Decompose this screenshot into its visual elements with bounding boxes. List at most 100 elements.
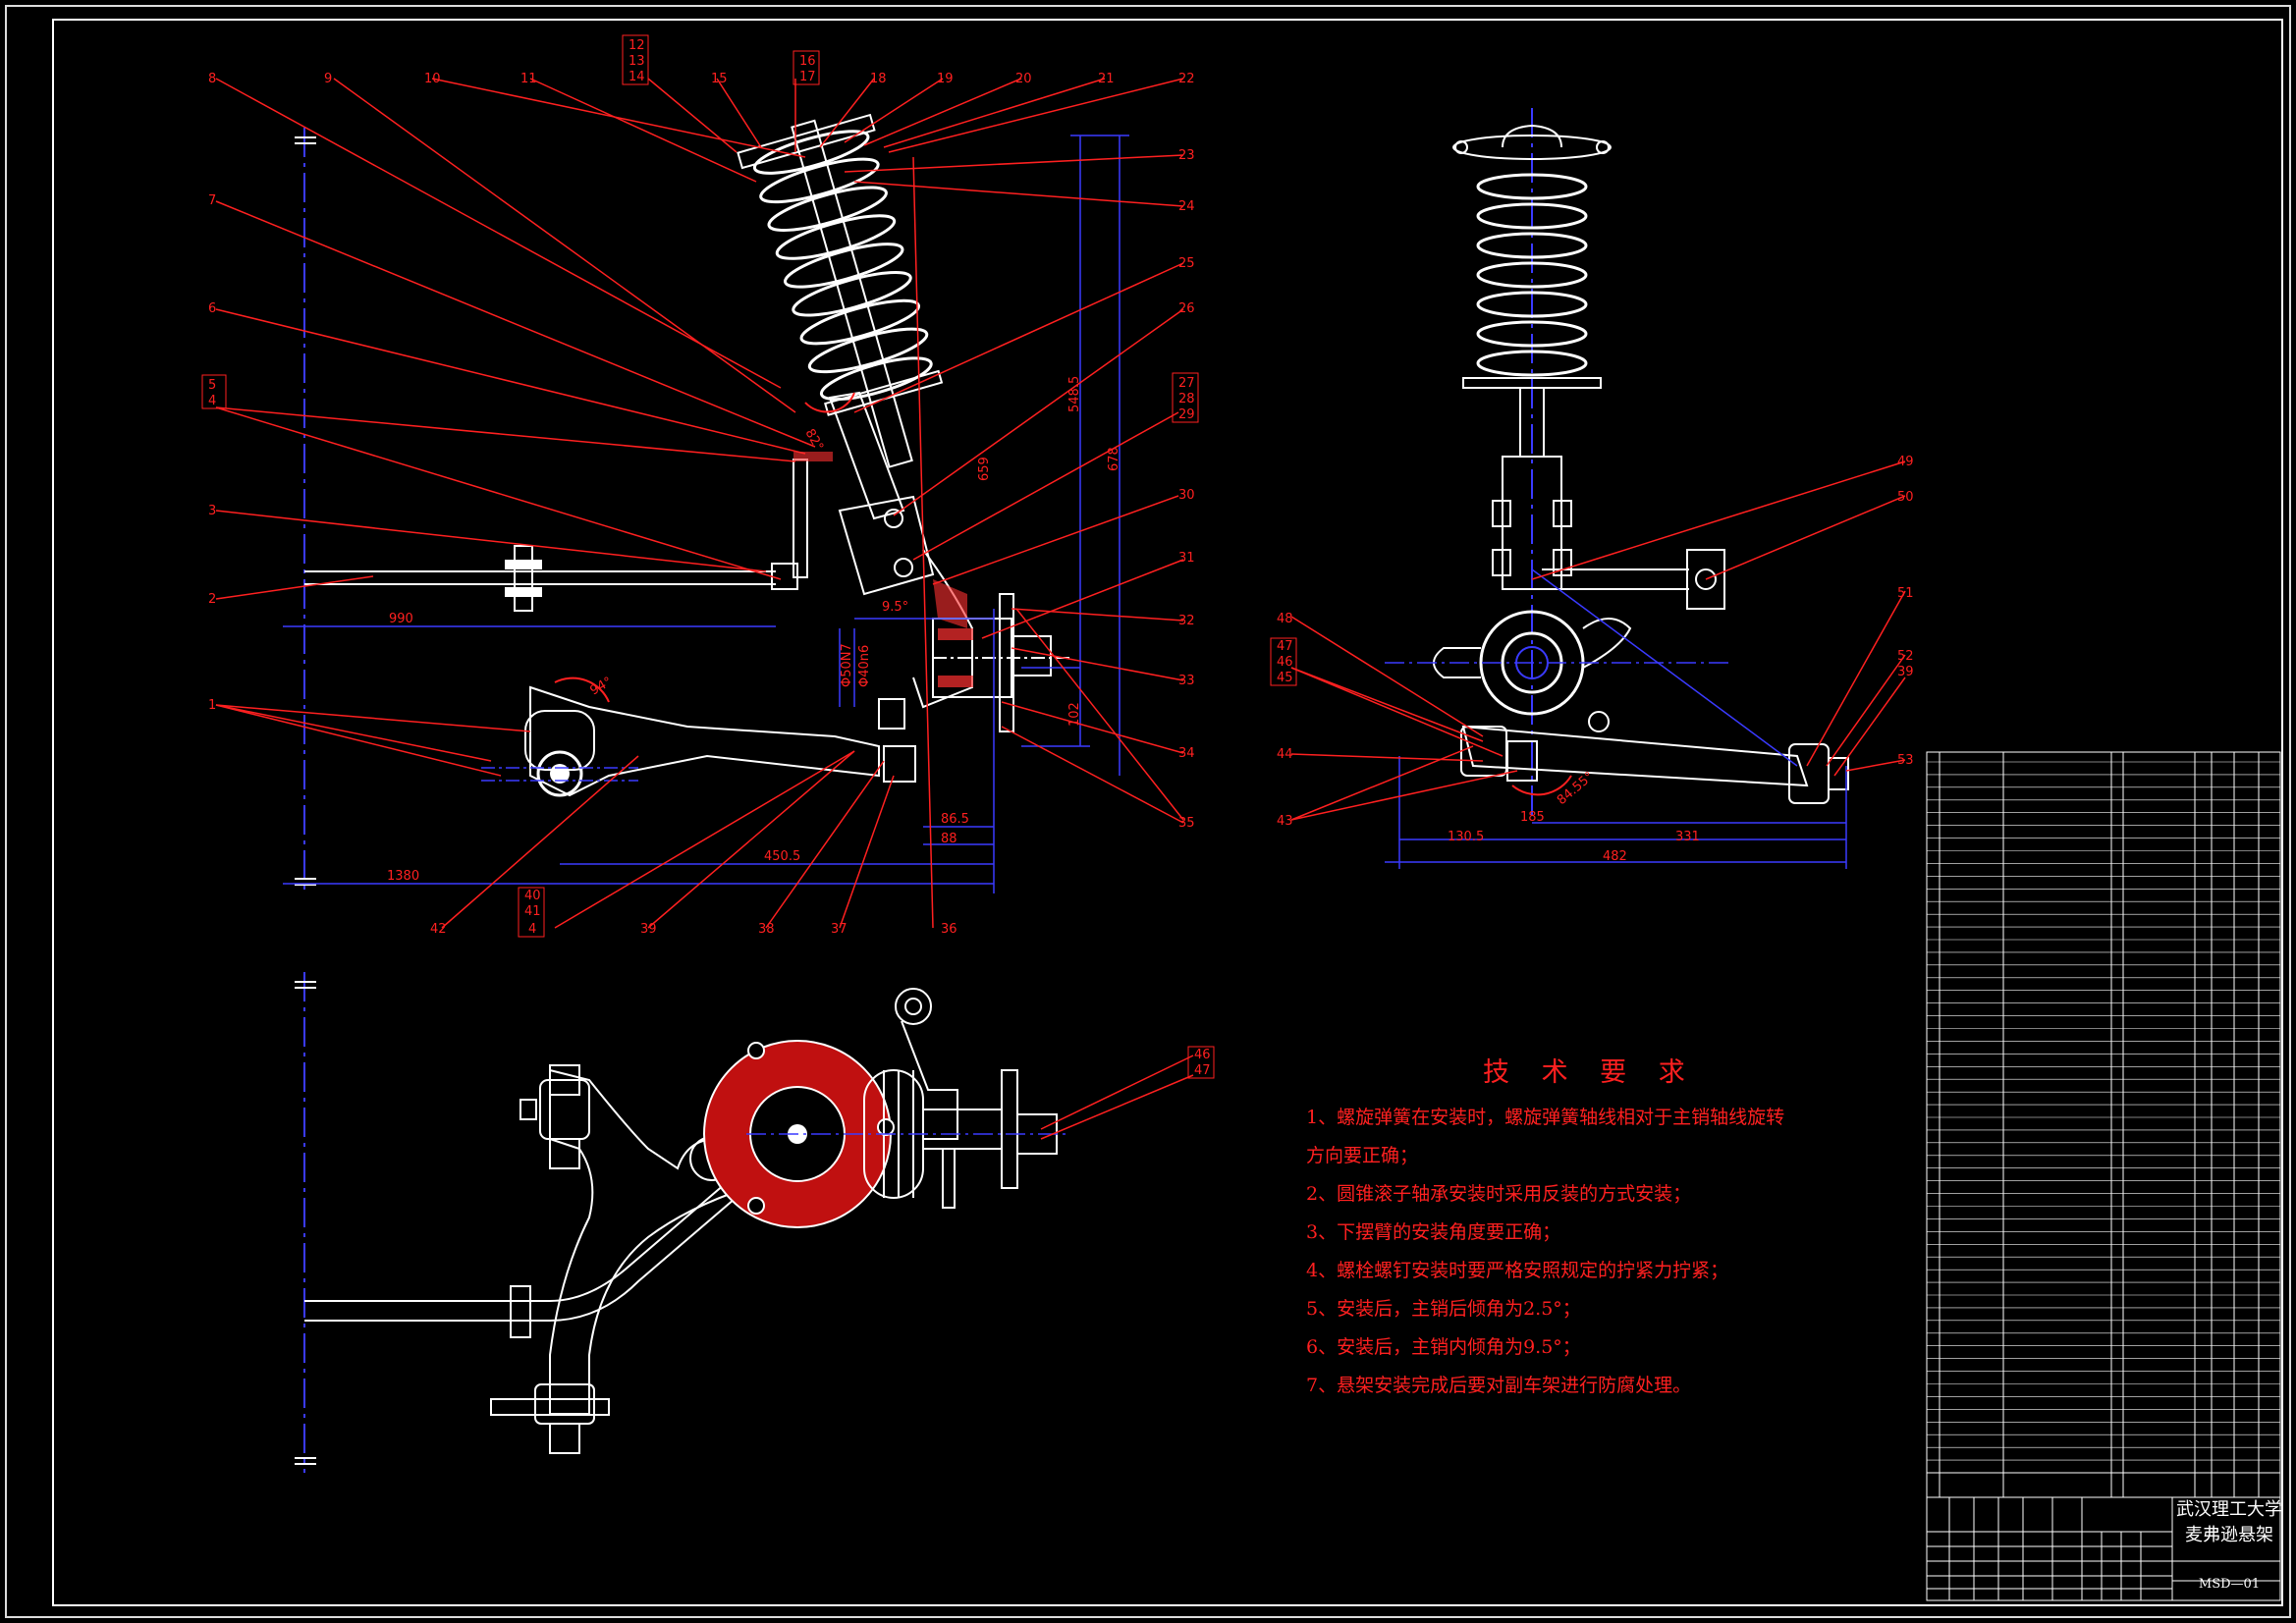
callout-19: 19 [937, 72, 954, 86]
callout-47: 47 [1277, 639, 1293, 654]
drawing-code: MSD—01 [2198, 1577, 2261, 1592]
callout-8: 8 [208, 72, 216, 86]
tech-req-item-4: 4、螺栓螺钉安装时要严格安照规定的拧紧力拧紧； [1306, 1260, 1729, 1281]
callout-22: 22 [1178, 72, 1195, 86]
callout-36: 36 [941, 922, 957, 937]
callout-46b: 46 [1194, 1048, 1211, 1062]
callout-12: 12 [629, 38, 645, 53]
callout-39b: 39 [1897, 665, 1914, 679]
callout-50: 50 [1897, 490, 1914, 505]
callout-17: 17 [799, 70, 816, 84]
callout-41: 41 [524, 904, 541, 919]
callout-6: 6 [208, 301, 216, 316]
dim-88: 88 [941, 832, 957, 846]
dim-185: 185 [1520, 810, 1545, 825]
callout-44: 44 [1277, 747, 1293, 762]
front-view-callouts: 8 9 10 11 12 13 14 15 16 17 18 19 20 21 … [201, 34, 1199, 938]
top-view-callouts: 46 47 [1187, 1046, 1215, 1079]
dim-130: 130.5 [1448, 830, 1484, 844]
callout-37: 37 [831, 922, 847, 937]
tech-req-item-6: 6、安装后，主销内倾角为9.5°； [1306, 1336, 1581, 1358]
callout-27: 27 [1178, 376, 1195, 391]
dim-450: 450.5 [764, 849, 800, 864]
callout-42: 42 [430, 922, 447, 937]
dim-548: 548.5 [1067, 376, 1082, 412]
school-name: 武汉理工大学 [2176, 1499, 2282, 1520]
dim-990: 990 [389, 612, 413, 626]
side-view: 49 50 51 52 39 53 48 47 46 45 44 43 130.… [1270, 108, 1914, 869]
title-block: 武汉理工大学 麦弗逊悬架 MSD—01 [2172, 1497, 2286, 1597]
dim-1380: 1380 [387, 869, 419, 884]
callout-49: 49 [1897, 455, 1914, 469]
front-view-dimensions: 990 1380 450.5 86.5 88 102 548.5 678 659… [387, 376, 1121, 884]
callout-38: 38 [758, 922, 775, 937]
side-view-callouts: 49 50 51 52 39 53 48 47 46 45 44 43 [1270, 455, 1914, 829]
callout-29: 29 [1178, 407, 1195, 422]
callout-34: 34 [1178, 746, 1195, 761]
tech-req-item-5: 5、安装后，主销后倾角为2.5°； [1306, 1298, 1581, 1320]
drawing-name: 麦弗逊悬架 [2185, 1525, 2273, 1545]
dim-482: 482 [1603, 849, 1627, 864]
callout-53: 53 [1897, 753, 1914, 768]
callout-4b: 4 [528, 922, 536, 937]
callout-9: 9 [324, 72, 332, 86]
dim-angle-arm: 94° [588, 675, 615, 699]
dim-659: 659 [977, 457, 992, 481]
outer-border [5, 5, 2291, 1618]
callout-1: 1 [208, 698, 216, 713]
dim-bore-2: Φ40n6 [857, 645, 872, 687]
callout-52: 52 [1897, 649, 1914, 664]
callout-30: 30 [1178, 488, 1195, 503]
tech-req-item-7: 7、悬架安装完成后要对副车架进行防腐处理。 [1306, 1375, 1692, 1396]
callout-2: 2 [208, 592, 216, 607]
callout-40: 40 [524, 889, 541, 903]
dim-86: 86.5 [941, 812, 969, 827]
callout-26: 26 [1178, 301, 1195, 316]
callout-20: 20 [1015, 72, 1032, 86]
tech-req-item-1: 1、螺旋弹簧在安装时，螺旋弹簧轴线相对于主销轴线旋转 [1306, 1107, 1785, 1128]
callout-23: 23 [1178, 148, 1195, 163]
callout-25: 25 [1178, 256, 1195, 271]
parts-list-rows [1927, 761, 2280, 1474]
tech-req-item-1-cont: 方向要正确； [1306, 1145, 1419, 1166]
callout-51: 51 [1897, 586, 1914, 601]
inner-border [52, 19, 2283, 1606]
side-view-dimensions: 130.5 185 331 482 84.55° [1448, 769, 1700, 864]
callout-4: 4 [208, 394, 216, 408]
callout-21: 21 [1098, 72, 1115, 86]
callout-24: 24 [1178, 199, 1195, 214]
dim-angle-spring: 82° [802, 427, 827, 454]
callout-11: 11 [520, 72, 537, 86]
callout-31: 31 [1178, 551, 1195, 566]
dim-331: 331 [1675, 830, 1700, 844]
callout-47b: 47 [1194, 1063, 1211, 1078]
front-view: 8 9 10 11 12 13 14 15 16 17 18 19 20 21 … [201, 34, 1199, 938]
callout-28: 28 [1178, 392, 1195, 406]
callout-33: 33 [1178, 674, 1195, 688]
callout-18: 18 [870, 72, 887, 86]
callout-43: 43 [1277, 814, 1293, 829]
callout-15: 15 [711, 72, 728, 86]
callout-45: 45 [1277, 671, 1293, 685]
callout-35: 35 [1178, 816, 1195, 831]
callout-32: 32 [1178, 614, 1195, 628]
parts-list [1926, 751, 2281, 1601]
dim-102: 102 [1067, 702, 1082, 727]
dim-angle-side: 84.55° [1555, 769, 1597, 808]
callout-46: 46 [1277, 655, 1293, 670]
callout-48: 48 [1277, 612, 1293, 626]
dim-678: 678 [1107, 447, 1121, 471]
dim-9-5: 9.5° [882, 600, 908, 615]
callout-7: 7 [208, 193, 216, 208]
technical-requirements: 技 术 要 求 1、螺旋弹簧在安装时，螺旋弹簧轴线相对于主销轴线旋转 方向要正确… [1306, 1051, 1856, 1405]
tech-req-item-2: 2、圆锥滚子轴承安装时采用反装的方式安装； [1306, 1183, 1692, 1205]
callout-39: 39 [640, 922, 657, 937]
callout-3: 3 [208, 504, 216, 518]
tech-req-item-3: 3、下摆臂的安装角度要正确； [1306, 1221, 1561, 1243]
dim-bore-1: Φ50N7 [840, 643, 854, 687]
callout-10: 10 [424, 72, 441, 86]
callout-5: 5 [208, 378, 216, 393]
callout-13: 13 [629, 54, 645, 69]
callout-16: 16 [799, 54, 816, 69]
